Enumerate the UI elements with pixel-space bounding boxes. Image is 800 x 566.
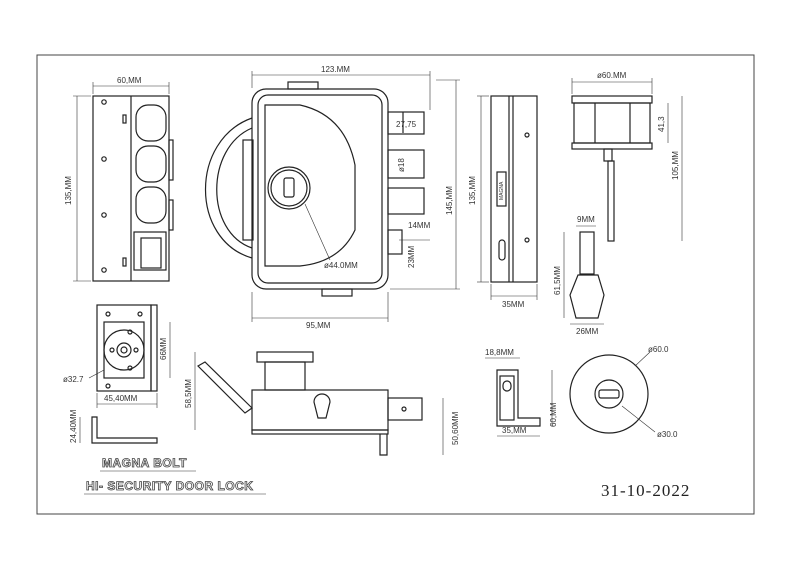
dim-bracket-18: 18,8MM — [485, 348, 514, 357]
dim-key-9: 9MM — [577, 215, 595, 224]
dim-23: 23MM — [407, 245, 416, 268]
dim-side-height: 135,MM — [468, 176, 477, 205]
dim-body-50: 50,60MM — [451, 411, 460, 445]
dim-plate-66: 66MM — [159, 337, 168, 360]
dim-main-height: 145,MM — [445, 186, 454, 215]
dim-top-left-width: 60,MM — [117, 76, 142, 85]
dim-cylinder-105: 105,MM — [671, 151, 680, 180]
title-line-1: MAGNA BOLT — [102, 456, 187, 470]
dim-14: 14MM — [408, 221, 431, 230]
dim-main-width: 123.MM — [321, 65, 350, 74]
dim-side-width: 35MM — [502, 300, 525, 309]
dim-key-26: 26MM — [576, 327, 599, 336]
dim-cylinder-41: 41,3 — [657, 116, 666, 132]
drawing-date: 31-10-2022 — [601, 481, 690, 500]
main-body-view: 123.MM 27,75 ø18 14MM 23MM 145,MM ø44.0M… — [204, 65, 460, 330]
dim-bracket-60: 60,MM — [549, 402, 558, 427]
cylinder-view: ø60.MM 41,3 105,MM — [571, 71, 683, 242]
dim-key-61: 61,5MM — [553, 266, 562, 295]
dim-main-bottom: 95,MM — [306, 321, 331, 330]
dim-plate-45: 45,40MM — [104, 394, 138, 403]
dim-angle-24: 24,40MM — [69, 409, 78, 443]
round-cover-view: ø60.0 ø30.0 — [569, 345, 678, 439]
side-brand-label: MAGNA — [499, 181, 505, 200]
sheet-border — [36, 54, 755, 515]
mounting-plate-view: ø32.7 66MM 45,40MM 24,40MM — [63, 304, 171, 444]
title-line-2: HI- SECURITY DOOR LOCK — [86, 479, 253, 493]
dim-top-left-height: 135,MM — [64, 176, 73, 205]
dim-cylinder-60: ø60.MM — [597, 71, 627, 80]
dim-round-60: ø60.0 — [648, 345, 669, 354]
dim-bolt-18: ø18 — [397, 158, 406, 172]
dim-round-30: ø30.0 — [657, 430, 678, 439]
bolt-side-view: 58,5MM 50,60MM — [184, 351, 460, 456]
dim-body-58: 58,5MM — [184, 379, 193, 408]
dim-cylinder-44: ø44.0MM — [324, 261, 358, 270]
dim-bolt-27: 27,75 — [396, 120, 417, 129]
side-view: MAGNA 135,MM 35MM — [468, 95, 538, 309]
dim-bracket-35: 35,MM — [502, 426, 527, 435]
strike-bracket-view: 18,8MM 60,MM 35,MM — [485, 348, 558, 437]
front-plate-view: 60,MM 135,MM — [64, 76, 174, 282]
key-brand-label: MAGNA — [584, 283, 590, 302]
dim-plate-32: ø32.7 — [63, 375, 84, 384]
key-view: MAGNA 9MM 61,5MM 26MM — [553, 215, 605, 336]
